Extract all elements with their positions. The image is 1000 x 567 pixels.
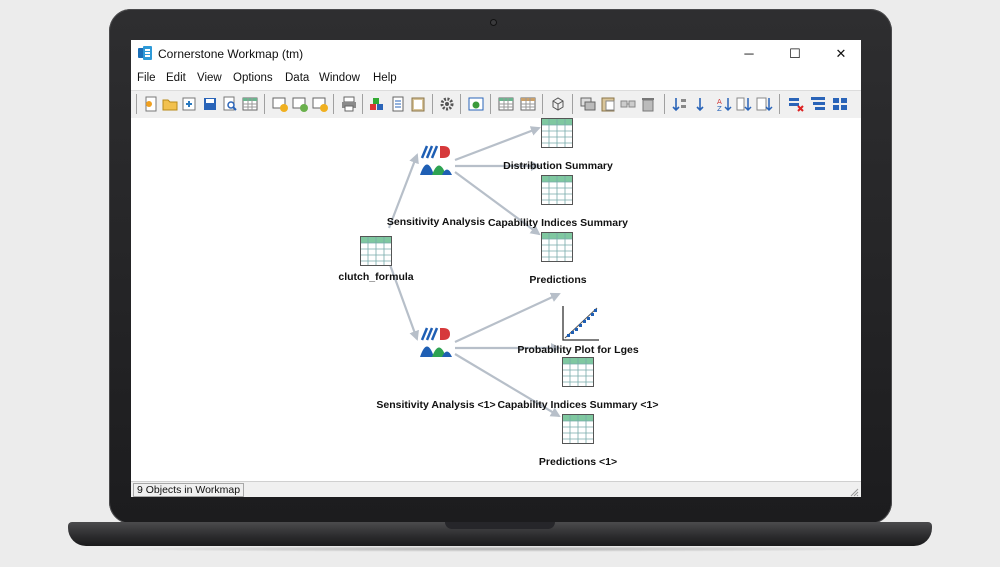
toolbar-separator: [779, 94, 780, 114]
dataset-table-icon[interactable]: [360, 316, 392, 346]
app-window: Cornerstone Workmap (tm) ─ ☐ ✕ File Edit…: [131, 40, 861, 497]
node-label-pred2[interactable]: Predictions <1>: [538, 456, 618, 468]
svg-text:A: A: [717, 98, 722, 106]
toolbar-separator: [460, 94, 461, 114]
grid-view-icon[interactable]: [519, 95, 537, 113]
menu-data[interactable]: Data: [285, 72, 310, 84]
sort-table-icon[interactable]: [755, 95, 773, 113]
menu-view[interactable]: View: [197, 72, 222, 84]
clipboard-icon[interactable]: [409, 95, 427, 113]
arrange-rows-icon[interactable]: [809, 95, 827, 113]
status-object-count: 9 Objects in Workmap: [133, 483, 245, 497]
toolbar-separator: [664, 94, 665, 114]
node-label-sens2[interactable]: Sensitivity Analysis <1>: [376, 399, 496, 411]
status-bar: 9 Objects in Workmap: [131, 481, 861, 497]
open-folder-icon[interactable]: [161, 95, 179, 113]
title-bar: Cornerstone Workmap (tm) ─ ☐ ✕: [131, 40, 861, 68]
toolbar-separator: [136, 94, 137, 114]
toolbar-separator: [490, 94, 491, 114]
table-properties-icon[interactable]: [241, 95, 259, 113]
toolbar-separator: [572, 94, 573, 114]
connector-sens1-dist: [454, 126, 541, 162]
predictions-table-icon[interactable]: [541, 232, 573, 262]
resize-grip-icon[interactable]: [849, 487, 859, 497]
dataset-icon[interactable]: [497, 95, 515, 113]
connector-dataset-sens1: [387, 153, 419, 229]
add-table-icon[interactable]: [271, 95, 289, 113]
node-label-pred1[interactable]: Predictions: [529, 274, 587, 286]
document-icon[interactable]: [389, 95, 407, 113]
connector-sens1-pred1: [454, 171, 541, 236]
sort-down-icon[interactable]: [691, 95, 709, 113]
maximize-button[interactable]: ☐: [789, 46, 801, 61]
cascade-windows-icon[interactable]: [579, 95, 597, 113]
delete-rows-icon[interactable]: [787, 95, 805, 113]
laptop-shadow: [90, 546, 910, 552]
node-label-prob[interactable]: Probability Plot for Lges: [517, 344, 639, 356]
sensitivity-analysis-icon[interactable]: [418, 326, 454, 358]
menu-file[interactable]: File: [137, 72, 156, 84]
sensitivity-analysis-icon[interactable]: [418, 144, 454, 176]
new-file-icon[interactable]: [142, 95, 160, 113]
workmap-connectors: [387, 126, 561, 418]
sort-za-icon[interactable]: [735, 95, 753, 113]
node-label-sens1[interactable]: Sensitivity Analysis: [386, 216, 486, 228]
paste-icon[interactable]: [599, 95, 617, 113]
menu-options[interactable]: Options: [233, 72, 273, 84]
capability-summary-table-icon[interactable]: [541, 175, 573, 205]
blocks-icon[interactable]: [368, 95, 386, 113]
webcam-icon: [490, 19, 497, 26]
workmap-canvas: clutch_formula Sensitivity Analysis Sens…: [131, 118, 861, 481]
toolbar-separator: [264, 94, 265, 114]
node-label-dist[interactable]: Distribution Summary: [503, 160, 613, 172]
menu-window[interactable]: Window: [319, 72, 360, 84]
delete-object-icon[interactable]: [639, 95, 657, 113]
add-column-icon[interactable]: [311, 95, 329, 113]
node-label-dataset[interactable]: clutch_formula: [338, 271, 414, 283]
capability-summary-2-table-icon[interactable]: [562, 357, 594, 387]
print-preview-icon[interactable]: [221, 95, 239, 113]
help-icon[interactable]: [467, 95, 485, 113]
window-title: Cornerstone Workmap (tm): [158, 47, 304, 61]
minimize-button[interactable]: ─: [744, 46, 754, 61]
distribution-summary-table-icon[interactable]: [541, 118, 573, 148]
node-label-cap2[interactable]: Capability Indices Summary <1>: [497, 399, 659, 411]
laptop-notch: [445, 522, 555, 529]
sort-az-icon[interactable]: AZ: [715, 95, 733, 113]
connector-dataset-sens2: [387, 261, 419, 341]
probability-plot-icon[interactable]: [561, 306, 599, 342]
save-icon[interactable]: [201, 95, 219, 113]
toolbar-separator: [432, 94, 433, 114]
sort-icon[interactable]: [671, 95, 689, 113]
connector-sens2-prob: [454, 292, 561, 343]
toolbar-separator: [333, 94, 334, 114]
print-icon[interactable]: [340, 95, 358, 113]
cornerstone-app-icon: [138, 46, 152, 60]
toolbar-separator: [362, 94, 363, 114]
close-button[interactable]: ✕: [835, 46, 847, 61]
menu-help[interactable]: Help: [373, 72, 397, 84]
add-row-icon[interactable]: [291, 95, 309, 113]
node-label-cap1[interactable]: Capability Indices Summary: [487, 217, 629, 229]
menu-bar: File Edit View Options Data Window Help: [131, 68, 861, 90]
dataset-table-icon[interactable]: [360, 236, 392, 266]
toolbar-separator: [542, 94, 543, 114]
tile-windows-icon[interactable]: [831, 95, 849, 113]
gear-icon[interactable]: [438, 95, 456, 113]
predictions-2-table-icon[interactable]: [562, 414, 594, 444]
connector-sens2-pred2: [454, 353, 561, 418]
import-icon[interactable]: [180, 95, 198, 113]
menu-edit[interactable]: Edit: [166, 72, 186, 84]
cube-icon[interactable]: [549, 95, 567, 113]
svg-text:Z: Z: [717, 105, 722, 113]
link-icon[interactable]: [619, 95, 637, 113]
